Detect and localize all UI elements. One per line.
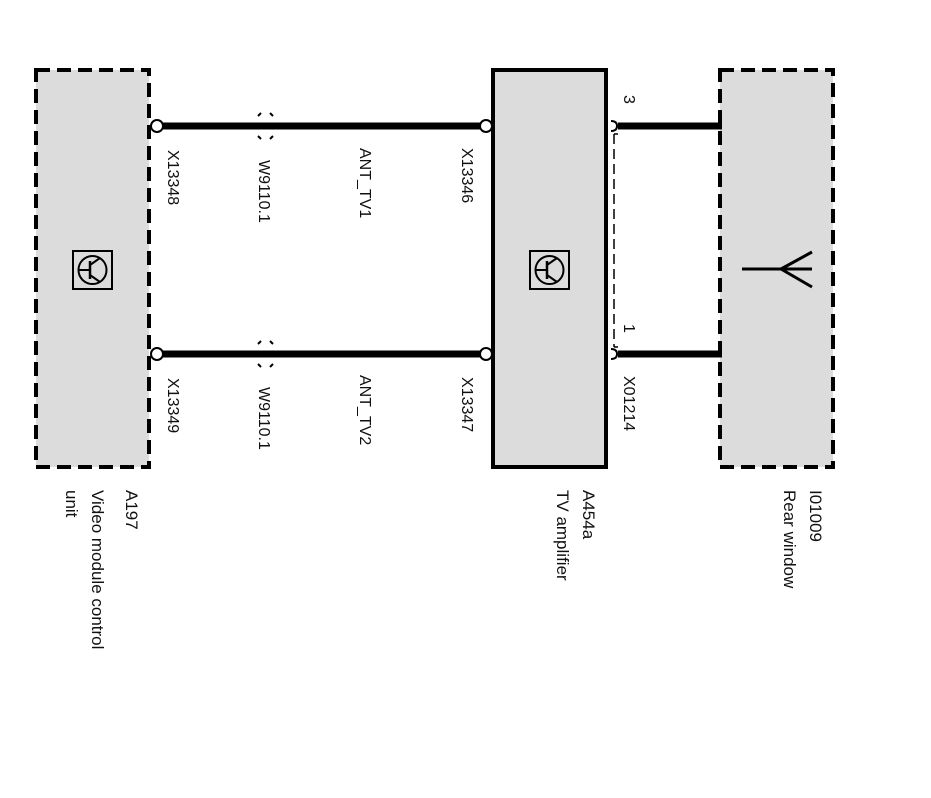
component-id-i01009: I01009 (806, 490, 825, 542)
antenna-wire-pin1[interactable] (610, 348, 722, 360)
signal-label-ant-tv2: ANT_TV2 (356, 375, 373, 445)
signal-label-ant-tv1: ANT_TV1 (356, 148, 373, 218)
wire-ant-tv1[interactable] (150, 112, 493, 140)
transistor-icon (529, 250, 570, 290)
component-a197-box (34, 68, 151, 469)
cable-label-w9110-1-top: W9110.1 (255, 160, 272, 223)
component-id-a197: A197 (122, 490, 141, 530)
antenna-wire-pin3[interactable] (610, 120, 722, 132)
cable-break-mark (257, 112, 274, 140)
wire-ant-tv2[interactable] (150, 340, 493, 368)
component-i01009[interactable] (718, 68, 835, 469)
connector-label-x13349: X13349 (164, 378, 181, 433)
component-name-i01009: Rear window (780, 490, 799, 589)
component-a197[interactable] (34, 68, 151, 469)
antenna-icon (742, 250, 813, 289)
connector-pin-x13347 (479, 347, 493, 361)
cable-break-mark (257, 340, 274, 368)
connector-label-x13347: X13347 (458, 377, 475, 432)
connector-label-x13348: X13348 (164, 150, 181, 205)
component-id-a454a: A454a (579, 490, 598, 540)
connector-pin-x13349 (150, 347, 164, 361)
connector-pin-x13348 (150, 119, 164, 133)
connector-label-x01214: X01214 (620, 376, 637, 431)
component-a454a[interactable] (491, 68, 608, 469)
connector-label-x13346: X13346 (458, 148, 475, 203)
cable-label-w9110-1-bottom: W9110.1 (255, 387, 272, 450)
pin-label-3: 3 (620, 95, 637, 104)
transistor-icon (72, 250, 113, 290)
pin-label-1: 1 (620, 324, 637, 333)
connector-pin-x13346 (479, 119, 493, 133)
component-name-a197-line2: unit (62, 490, 81, 518)
component-name-a197-line1: Video module control (88, 490, 107, 649)
component-name-a454a: TV amplifier (553, 490, 572, 581)
component-a454a-box (491, 68, 608, 469)
